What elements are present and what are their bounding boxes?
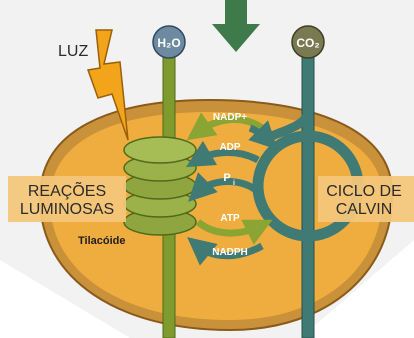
co2-label: CO₂ [296,36,319,50]
nadph-label: NADPH [212,247,248,258]
light-reactions-label-2: LUMINOSAS [20,201,114,218]
pi-label: P [223,172,230,184]
nadp-plus-label: NADP+ [213,112,247,123]
co2-molecule-icon: CO₂ [292,26,324,58]
calvin-cycle-label-2: CALVIN [336,201,393,218]
water-molecule-icon: H₂O [153,26,185,58]
water-label: H₂O [157,36,180,50]
pi-subscript-label: i [233,180,235,187]
thylakoid-label: Tilacóide [78,235,125,247]
adp-label: ADP [219,142,240,153]
light-reactions-label-1: REAÇÕES [28,180,106,200]
thylakoid-stack [124,137,196,235]
calvin-cycle-label-1: CICLO DE [326,183,402,200]
light-label: LUZ [58,43,88,60]
co2-pipe [302,56,314,338]
down-arrow-icon [212,0,260,52]
atp-label: ATP [220,213,240,224]
